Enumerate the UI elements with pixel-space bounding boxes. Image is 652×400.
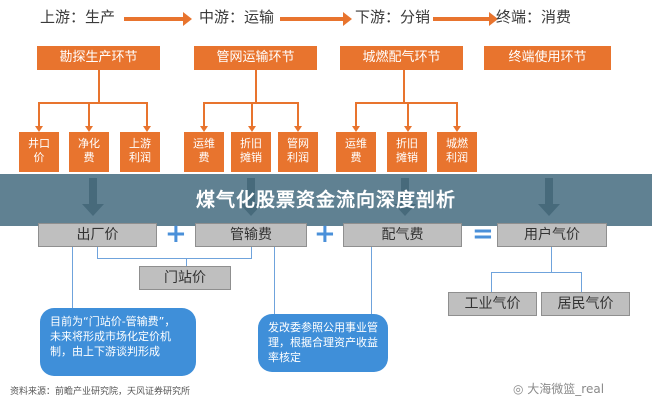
stage-upstream: 上游：生产 xyxy=(40,8,116,26)
connector-line xyxy=(403,70,405,104)
cost-label: 净化 xyxy=(78,137,100,150)
arrow-down-icon xyxy=(248,126,256,132)
cost-label: 利润 xyxy=(446,151,468,164)
cost-pipe-operation: 运维费 xyxy=(184,132,224,172)
cost-label: 城燃 xyxy=(446,137,468,150)
arrow-down-icon xyxy=(294,126,302,132)
connector-line xyxy=(72,247,73,310)
distribution-fee-box: 配气费 xyxy=(343,223,462,247)
arrow-right-icon xyxy=(124,12,192,26)
cost-label: 运维 xyxy=(345,137,367,150)
cost-city-profit: 城燃利润 xyxy=(437,132,477,172)
connector-line xyxy=(274,247,275,314)
watermark-text: 大海微篮_real xyxy=(527,382,605,396)
arrow-down-icon xyxy=(35,126,43,132)
note-left: 目前为“门站价-管输费”，未来将形成市场化定价机制，由上下游谈判形成 xyxy=(40,308,196,376)
connector-line xyxy=(581,272,582,292)
connector-line xyxy=(88,102,90,126)
arrow-down-icon xyxy=(85,126,93,132)
connector-line xyxy=(203,102,205,126)
source-note: 资料来源：前瞻产业研究院，天风证券研究所 xyxy=(10,387,191,397)
cost-upstream-profit: 上游利润 xyxy=(120,132,160,172)
cost-label: 费 xyxy=(350,151,362,164)
header-pipeline: 管网运输环节 xyxy=(194,46,317,70)
weibo-icon: ◎ xyxy=(513,382,528,396)
cost-label: 运维 xyxy=(193,137,215,150)
stage-midstream: 中游：运输 xyxy=(199,8,275,26)
factory-price-box: 出厂价 xyxy=(38,223,157,247)
connector-line xyxy=(297,102,299,126)
watermark: ◎ 大海微篮_real xyxy=(513,380,604,397)
connector-line xyxy=(186,258,187,267)
arrow-down-icon xyxy=(200,126,208,132)
cost-city-operation: 运维费 xyxy=(336,132,376,172)
cost-pipe-depreciation: 折旧摊销 xyxy=(231,132,271,172)
cost-label: 管网 xyxy=(287,137,309,150)
connector-line xyxy=(146,102,148,126)
connector-line xyxy=(251,102,253,126)
industrial-price-box: 工业气价 xyxy=(448,292,537,316)
arrow-down-icon xyxy=(143,126,151,132)
cost-wellhead-price: 井口价 xyxy=(19,132,59,172)
cost-label: 利润 xyxy=(287,151,309,164)
transport-fee-box: 管输费 xyxy=(195,223,307,247)
cost-label: 利润 xyxy=(129,151,151,164)
user-price-box: 用户气价 xyxy=(497,223,607,247)
connector-line xyxy=(38,102,40,126)
banner-title: 煤气化股票资金流向深度剖析 xyxy=(195,189,456,211)
arrow-right-icon xyxy=(280,12,352,26)
connector-line xyxy=(355,102,458,104)
residential-price-box: 居民气价 xyxy=(541,292,630,316)
connector-line xyxy=(251,247,252,259)
cost-label: 费 xyxy=(83,151,95,164)
arrow-down-icon xyxy=(352,126,360,132)
cost-label: 价 xyxy=(33,151,45,164)
cost-label: 上游 xyxy=(129,137,151,150)
header-city-gas: 城燃配气环节 xyxy=(340,46,463,70)
title-banner xyxy=(0,174,652,226)
connector-line xyxy=(491,272,492,292)
cost-label: 折旧 xyxy=(240,137,262,150)
connector-line xyxy=(98,70,100,104)
cost-label: 摊销 xyxy=(240,151,262,164)
cost-label: 摊销 xyxy=(396,151,418,164)
cost-label: 折旧 xyxy=(396,137,418,150)
plus-icon: + xyxy=(165,219,187,249)
arrow-down-icon xyxy=(404,126,412,132)
arrow-right-icon xyxy=(433,12,498,26)
connector-line xyxy=(97,258,252,259)
gate-price-box: 门站价 xyxy=(139,266,231,290)
cost-label: 费 xyxy=(198,151,210,164)
connector-line xyxy=(255,70,257,104)
connector-line xyxy=(491,272,582,273)
connector-line xyxy=(551,247,552,273)
arrow-down-icon xyxy=(453,126,461,132)
stage-downstream: 下游：分销 xyxy=(355,8,431,26)
cost-purification-fee: 净化费 xyxy=(69,132,109,172)
connector-line xyxy=(371,247,372,314)
cost-city-depreciation: 折旧摊销 xyxy=(387,132,427,172)
connector-line xyxy=(456,102,458,126)
cost-label: 井口 xyxy=(28,137,50,150)
cost-pipe-profit: 管网利润 xyxy=(278,132,318,172)
note-right: 发改委参照公用事业管理，根据合理资产收益率核定 xyxy=(258,314,388,372)
stage-terminal: 终端：消费 xyxy=(496,8,572,26)
connector-line xyxy=(38,102,148,104)
equals-icon: = xyxy=(472,219,494,249)
connector-line xyxy=(97,247,98,259)
plus-icon: + xyxy=(314,219,336,249)
connector-line xyxy=(407,102,409,126)
connector-line xyxy=(355,102,357,126)
header-terminal-use: 终端使用环节 xyxy=(484,46,611,70)
header-exploration: 勘探生产环节 xyxy=(37,46,160,70)
